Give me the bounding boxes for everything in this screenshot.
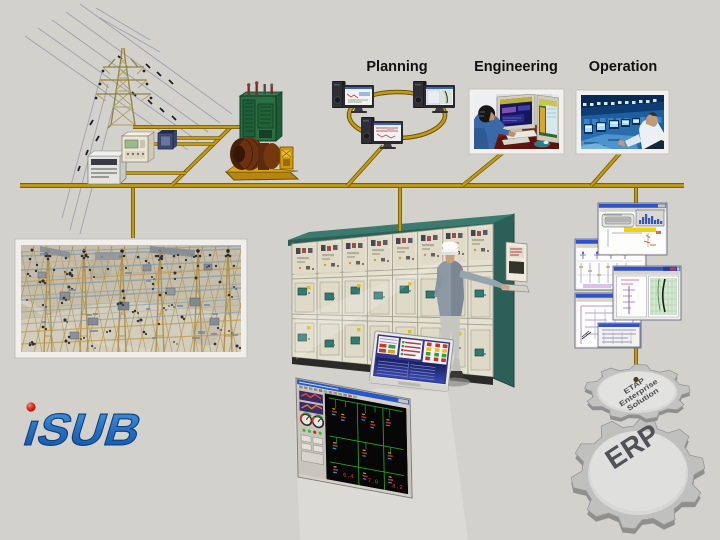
svg-text:ıSUB: ıSUB (18, 404, 148, 455)
svg-text:Planning: Planning (366, 59, 427, 75)
svg-text:6.4: 6.4 (343, 471, 354, 480)
svg-text:7.6: 7.6 (368, 477, 379, 486)
svg-text:Operation: Operation (589, 59, 657, 75)
svg-text:8.2: 8.2 (392, 482, 403, 491)
svg-text:Engineering: Engineering (474, 59, 558, 75)
